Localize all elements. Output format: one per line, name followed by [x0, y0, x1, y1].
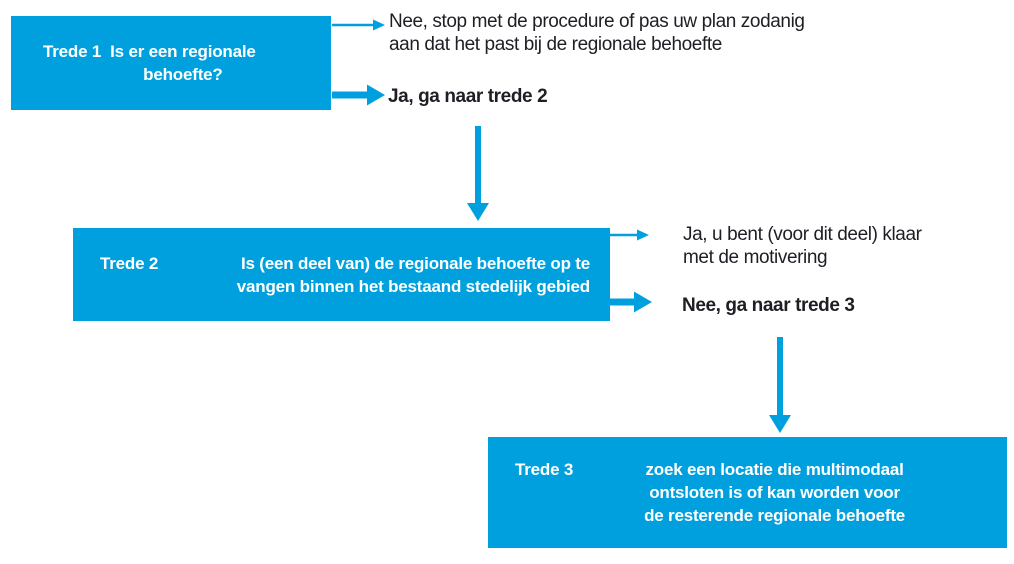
- trede2-yes-text: Ja, u bent (voor dit deel) klaar met de …: [683, 224, 922, 268]
- trede1-yes-text: Ja, ga naar trede 2: [388, 86, 548, 107]
- trede1-box: Trede 1 Is er een regionale behoefte?: [11, 16, 331, 110]
- trede1-no-text: Nee, stop met de procedure of pas uw pla…: [389, 11, 805, 55]
- trede2-no-arrow-icon: [610, 291, 652, 313]
- trede1-content: Trede 1 Is er een regionale behoefte?: [43, 40, 313, 86]
- trede2-yes-arrow-icon: [610, 229, 649, 241]
- trede1-to-trede2-arrow-icon: [467, 126, 489, 221]
- trede1-question: Is er een regionale behoefte?: [110, 42, 256, 84]
- trede2-question: Is (een deel van) de regionale behoefte …: [236, 253, 590, 296]
- trede2-no-text: Nee, ga naar trede 3: [682, 295, 855, 316]
- trede1-yes-arrow-icon: [332, 84, 385, 106]
- trede2-label: Trede 2: [100, 253, 159, 273]
- trede1-label: Trede 1: [43, 42, 102, 61]
- trede3-box: Trede 3 zoek een locatie die multimodaal…: [488, 437, 1007, 548]
- trede2-content: Trede 2 Is (een deel van) de regionale b…: [100, 252, 590, 298]
- trede3-label: Trede 3: [515, 460, 574, 479]
- trede2-box: Trede 2 Is (een deel van) de regionale b…: [73, 228, 610, 321]
- trede3-question: zoek een locatie die multimodaal ontslot…: [644, 460, 906, 525]
- trede1-no-arrow-icon: [332, 19, 385, 31]
- trede2-to-trede3-arrow-icon: [769, 337, 791, 433]
- trede3-content: Trede 3 zoek een locatie die multimodaal…: [515, 458, 967, 527]
